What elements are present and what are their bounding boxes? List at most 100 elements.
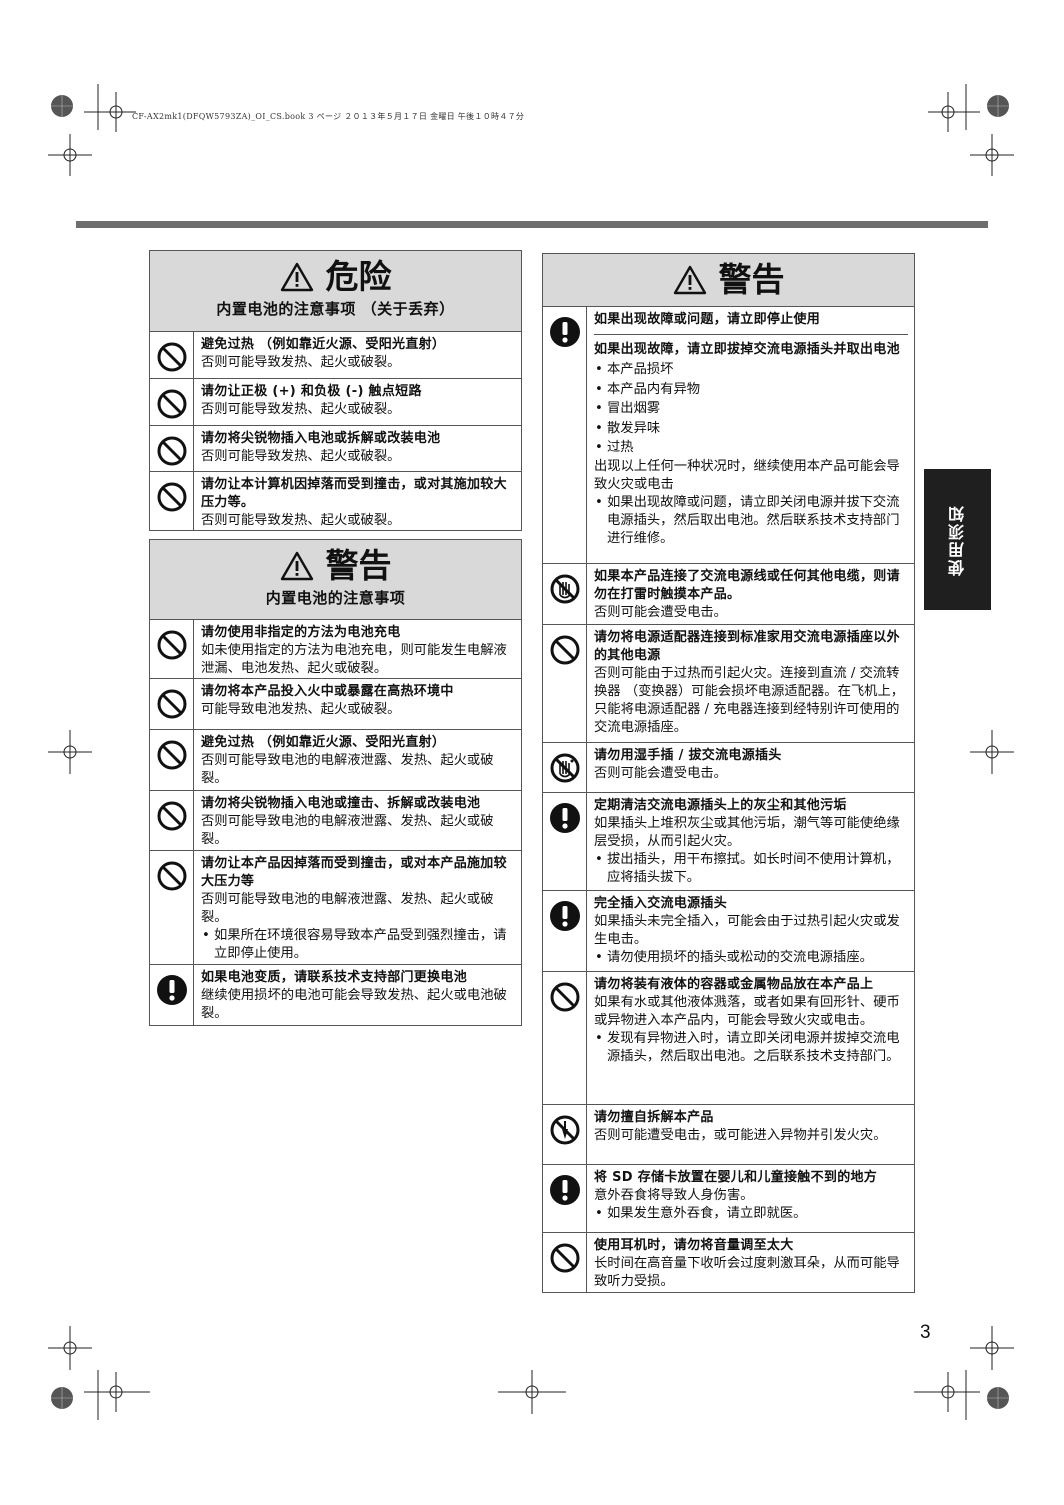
- danger-row: 请勿让本计算机因掉落而受到撞击，或对其施加较大压力等。否则可能导致发热、起火或破…: [150, 471, 521, 530]
- prohibition-icon: [157, 436, 186, 466]
- general-row-bullet: 拔出插头，用干布擦拭。如长时间不使用计算机，应将插头拔下。: [594, 851, 908, 887]
- general-warning-row: 请勿擅自拆解本产品否则可能遭受电击，或可能进入异物并引发火灾。: [543, 1104, 914, 1164]
- battery-warning-row: 如果电池变质，请联系技术支持部门更换电池继续使用损坏的电池可能会导致发热、起火或…: [150, 964, 521, 1025]
- general-row-bullet: 散发异味: [594, 419, 908, 439]
- danger-title: 危险: [325, 257, 392, 296]
- battery-row-body: 可能导致电池发热、起火或破裂。: [201, 702, 401, 717]
- general-warning-panel: 警告 如果出现故障或问题，请立即停止使用 如果出现故障，请立即拔掉交流电源插头并…: [542, 253, 915, 1293]
- no-disassembly-icon: [550, 1115, 579, 1145]
- battery-warning-subtitle: 内置电池的注意事项: [265, 589, 406, 607]
- general-row-title: 请勿将电源适配器连接到标准家用交流电源插座以外的其他电源: [594, 630, 900, 663]
- battery-row-title: 请勿将本产品投入火中或暴露在高热环境中: [201, 684, 454, 699]
- general-row-body: 如果有水或其他液体溅落，或者如果有回形针、硬币或异物进入本产品内，可能会导致火灾…: [594, 995, 900, 1028]
- general-row-title: 请勿将装有液体的容器或金属物品放在本产品上: [594, 977, 874, 992]
- mandatory-icon: [549, 317, 580, 347]
- general-row-body: 否则可能会遭受电击。: [594, 766, 727, 781]
- general-warning-row: 使用耳机时，请勿将音量调至太大长时间在高音量下收听会过度刺激耳朵，从而可能导致听…: [543, 1232, 914, 1292]
- general-row-bullet: 冒出烟雾: [594, 399, 908, 419]
- battery-row-title: 如果电池变质，请联系技术支持部门更换电池: [201, 970, 468, 985]
- danger-row-title: 请勿让本计算机因掉落而受到撞击，或对其施加较大压力等。: [201, 477, 507, 510]
- battery-warning-row: 请勿让本产品因掉落而受到撞击，或对本产品施加较大压力等否则可能导致电池的电解液泄…: [150, 850, 521, 964]
- general-row-bullet: 请勿使用损坏的插头或松动的交流电源插座。: [594, 949, 908, 967]
- danger-row-body: 否则可能导致发热、起火或破裂。: [201, 402, 401, 417]
- prohibition-icon: [157, 630, 186, 660]
- general-row-title: 如果出现故障或问题，请立即停止使用: [594, 312, 821, 327]
- general-row-body: 出现以上任何一种状况时，继续使用本产品可能会导致火灾或电击: [594, 458, 900, 492]
- print-file-info: CF-AX2mk1(DFQW5793ZA)_OI_CS.book 3 ページ ２…: [132, 112, 525, 121]
- section-side-tab: 使用须知: [924, 469, 991, 610]
- no-wet-hands-icon: [550, 753, 579, 783]
- general-row-bullet: 如果出现故障或问题，请立即关闭电源并拔下交流电源插头，然后取出电池。然后联系技术…: [594, 494, 908, 548]
- battery-row-title: 请勿让本产品因掉落而受到撞击，或对本产品施加较大压力等: [201, 856, 507, 889]
- battery-row-body: 否则可能导致电池的电解液泄露、发热、起火或破裂。: [201, 892, 494, 925]
- page-number: 3: [920, 1322, 931, 1343]
- battery-row-title: 避免过热 （例如靠近火源、受阳光直射）: [201, 735, 446, 750]
- battery-row-body: 继续使用损坏的电池可能会导致发热、起火或电池破裂。: [201, 988, 507, 1021]
- general-warning-row: 将 SD 存储卡放置在婴儿和儿童接触不到的地方意外吞食将导致人身伤害。如果发生意…: [543, 1164, 914, 1232]
- mandatory-icon: [549, 901, 580, 931]
- general-warning-row: 请勿将装有液体的容器或金属物品放在本产品上如果有水或其他液体溅落，或者如果有回形…: [543, 971, 914, 1104]
- battery-warning-panel: 警告 内置电池的注意事项 请勿使用非指定的方法为电池充电如未使用指定的方法为电池…: [149, 539, 522, 1026]
- general-row-body: 否则可能会遭受电击。: [594, 605, 727, 620]
- danger-panel: 危险 内置电池的注意事项 （关于丢弃） 避免过热 （例如靠近火源、受阳光直射） 否…: [149, 250, 522, 531]
- prohibition-icon: [157, 689, 186, 719]
- battery-warning-title: 警告: [325, 546, 392, 585]
- general-row-title: 使用耳机时，请勿将音量调至太大: [594, 1238, 794, 1253]
- general-row-body: 意外吞食将导致人身伤害。: [594, 1188, 754, 1203]
- danger-row-body: 否则可能导致发热、起火或破裂。: [201, 513, 401, 528]
- prohibition-icon: [157, 342, 186, 372]
- general-row-body: 长时间在高音量下收听会过度刺激耳朵，从而可能导致听力受损。: [594, 1256, 900, 1289]
- mandatory-icon: [549, 803, 580, 833]
- general-row-title: 定期清洁交流电源插头上的灰尘和其他污垢: [594, 798, 847, 813]
- battery-warning-row: 避免过热 （例如靠近火源、受阳光直射） 否则可能导致电池的电解液泄露、发热、起火或…: [150, 729, 521, 790]
- general-row-title: 如果本产品连接了交流电源线或任何其他电缆，则请勿在打雷时触摸本产品。: [594, 569, 900, 602]
- battery-warning-row: 请勿将本产品投入火中或暴露在高热环境中可能导致电池发热、起火或破裂。: [150, 678, 521, 729]
- battery-row-title: 请勿将尖锐物插入电池或撞击、拆解或改装电池: [201, 796, 481, 811]
- danger-row: 请勿将尖锐物插入电池或拆解或改装电池否则可能导致发热、起火或破裂。: [150, 425, 521, 471]
- danger-row-body: 否则可能导致发热、起火或破裂。: [201, 355, 401, 370]
- warning-triangle-icon: [280, 551, 313, 580]
- prohibition-icon: [157, 740, 186, 770]
- battery-row-body: 否则可能导致电池的电解液泄露、发热、起火或破裂。: [201, 814, 494, 847]
- danger-row-title: 请勿让正极 (+) 和负极 (-) 触点短路: [201, 384, 422, 399]
- general-row-bullet: 过热: [594, 438, 908, 458]
- prohibition-icon: [157, 801, 186, 831]
- general-row-title: 将 SD 存储卡放置在婴儿和儿童接触不到的地方: [594, 1170, 878, 1185]
- top-rule: [76, 221, 988, 228]
- battery-row-body: 如未使用指定的方法为电池充电，则可能发生电解液泄漏、电池发热、起火或破裂。: [201, 643, 507, 676]
- general-row-body: 否则可能由于过热而引起火灾。连接到直流 / 交流转换器 （变换器）可能会损坏电源…: [594, 666, 905, 735]
- general-warning-header: 警告: [543, 254, 914, 307]
- general-row-bullet: 如果发生意外吞食，请立即就医。: [594, 1205, 908, 1223]
- general-warning-row: 完全插入交流电源插头如果插头未完全插入，可能会由于过热引起火灾或发生电击。请勿使…: [543, 890, 914, 971]
- battery-row-body: 否则可能导致电池的电解液泄露、发热、起火或破裂。: [201, 753, 494, 786]
- danger-row: 避免过热 （例如靠近火源、受阳光直射） 否则可能导致发热、起火或破裂。: [150, 332, 521, 378]
- general-warning-row: 请勿用湿手插 / 拔交流电源插头否则可能会遭受电击。: [543, 742, 914, 792]
- general-row-bullet: 发现有异物进入时，请立即关闭电源并拔掉交流电源插头，然后取出电池。之后联系技术支…: [594, 1030, 908, 1066]
- general-warning-row: 定期清洁交流电源插头上的灰尘和其他污垢如果插头上堆积灰尘或其他污垢，潮气等可能使…: [543, 792, 914, 890]
- battery-row-title: 请勿使用非指定的方法为电池充电: [201, 625, 401, 640]
- general-row-title: 请勿用湿手插 / 拔交流电源插头: [594, 748, 782, 763]
- general-row-body: 否则可能遭受电击，或可能进入异物并引发火灾。: [594, 1128, 887, 1143]
- danger-rows: 避免过热 （例如靠近火源、受阳光直射） 否则可能导致发热、起火或破裂。 请勿让正极…: [150, 332, 521, 530]
- danger-row-title: 请勿将尖锐物插入电池或拆解或改装电池: [201, 431, 441, 446]
- mandatory-icon: [156, 975, 187, 1005]
- section-side-tab-label: 使用须知: [947, 503, 967, 576]
- general-row-bullet: 本产品损坏: [594, 360, 908, 380]
- general-row-title: 完全插入交流电源插头: [594, 896, 728, 911]
- battery-warning-row: 请勿将尖锐物插入电池或撞击、拆解或改装电池否则可能导致电池的电解液泄露、发热、起…: [150, 790, 521, 850]
- general-row-subtitle: 如果出现故障，请立即拔掉交流电源插头并取出电池: [594, 334, 908, 359]
- general-warning-row: 请勿将电源适配器连接到标准家用交流电源插座以外的其他电源否则可能由于过热而引起火…: [543, 624, 914, 742]
- general-warning-row: 如果本产品连接了交流电源线或任何其他电缆，则请勿在打雷时触摸本产品。否则可能会遭…: [543, 563, 914, 624]
- battery-warning-header: 警告 内置电池的注意事项: [150, 540, 521, 620]
- prohibition-icon: [550, 635, 579, 665]
- mandatory-icon: [549, 1175, 580, 1205]
- prohibition-icon: [550, 1243, 579, 1273]
- battery-warning-row: 请勿使用非指定的方法为电池充电如未使用指定的方法为电池充电，则可能发生电解液泄漏…: [150, 620, 521, 678]
- no-touch-icon: [550, 574, 579, 604]
- general-warning-row: 如果出现故障或问题，请立即停止使用 如果出现故障，请立即拔掉交流电源插头并取出电…: [543, 307, 914, 563]
- danger-subtitle: 内置电池的注意事项 （关于丢弃）: [216, 300, 455, 318]
- warning-triangle-icon: [280, 262, 313, 291]
- warning-triangle-icon: [673, 265, 706, 294]
- danger-row-title: 避免过热 （例如靠近火源、受阳光直射）: [201, 337, 446, 352]
